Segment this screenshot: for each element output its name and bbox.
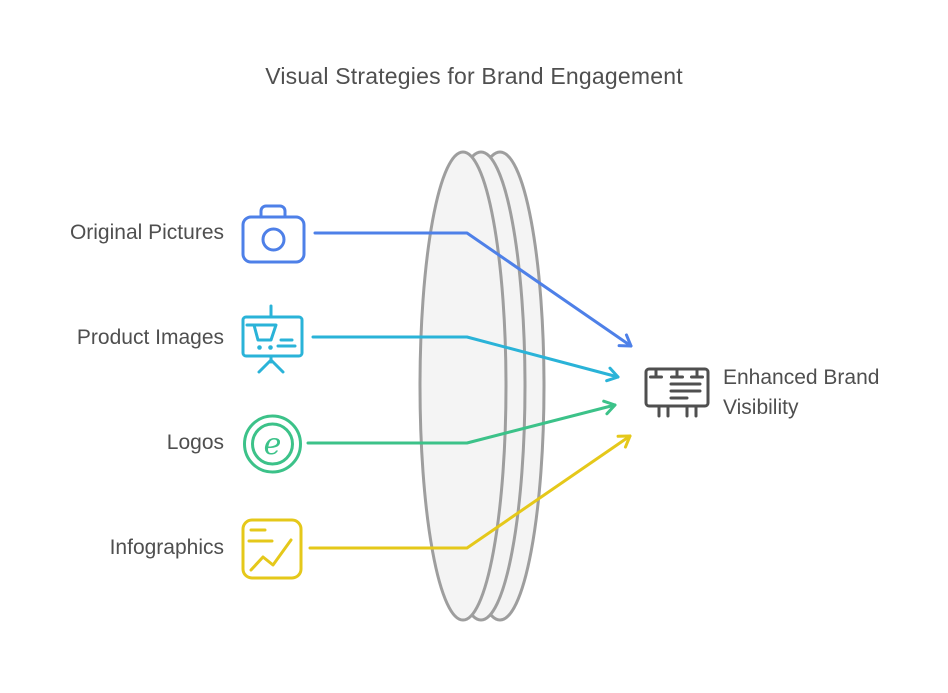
easel-legs	[257, 354, 285, 374]
board-text-dashes	[276, 338, 297, 348]
source-label-logos: Logos	[166, 431, 224, 454]
line-chart-document-icon	[241, 518, 303, 580]
result-label-enhanced-brand-visibility: Enhanced Brand Visibility	[723, 366, 880, 419]
arrow-infographics	[308, 434, 632, 550]
arrow-original-pictures	[313, 231, 633, 348]
billboard-clamps	[649, 367, 704, 379]
chart-text-dashes	[247, 528, 274, 543]
lens-front-surface	[418, 150, 508, 622]
camera-body	[241, 215, 306, 264]
billboard-icon	[644, 367, 710, 418]
arrow-product-images	[311, 335, 620, 383]
arrow-logos	[306, 399, 617, 445]
source-label-product-images: Product Images	[76, 326, 224, 349]
cart-basket	[252, 323, 278, 342]
logo-inner-ring	[251, 422, 294, 466]
easel-shopping-cart-icon	[241, 304, 304, 374]
billboard-legs	[657, 404, 698, 418]
source-label-original-pictures: Original Pictures	[69, 221, 224, 244]
camera-icon	[241, 204, 306, 264]
logo-e-glyph: e	[264, 427, 282, 462]
cart-wheel-left	[257, 345, 262, 350]
camera-lens-circle	[261, 227, 286, 252]
billboard-text-lines	[669, 382, 702, 400]
diagram-title: Visual Strategies for Brand Engagement	[265, 63, 683, 89]
logo-outer-ring	[243, 414, 302, 474]
cart-wheel-right	[268, 345, 273, 350]
lens-icon	[418, 150, 546, 622]
chart-trend-line	[249, 538, 293, 572]
source-label-infographics: Infographics	[109, 536, 224, 559]
logo-e-badge-icon: e	[243, 414, 302, 474]
